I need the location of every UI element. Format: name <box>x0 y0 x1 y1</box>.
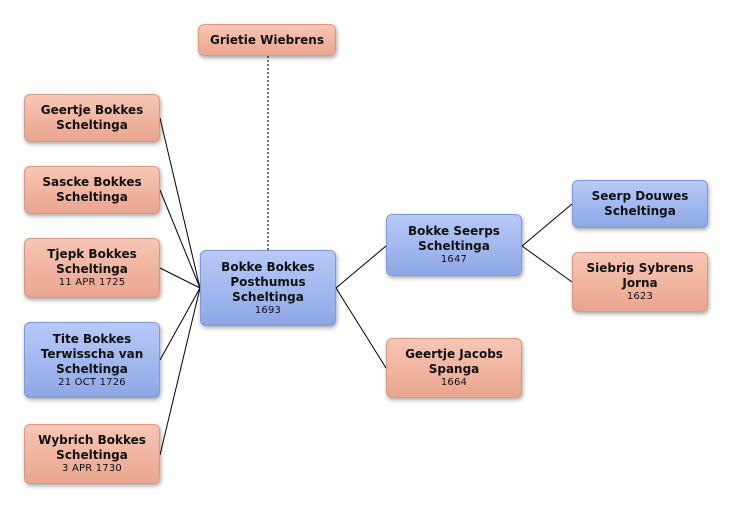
person-name: Grietie Wiebrens <box>209 32 324 47</box>
person-date: 1664 <box>440 377 468 388</box>
person-name: Bokke Bokkes Posthumus Scheltinga <box>221 259 315 304</box>
child-link-sascke <box>159 189 201 289</box>
person-card-tite-bokkes[interactable]: Tite Bokkes Terwisscha van Scheltinga 21… <box>24 322 160 398</box>
child-link-wybrich <box>159 287 201 456</box>
person-date: 1623 <box>626 291 654 302</box>
person-date: 11 APR 1725 <box>58 277 126 288</box>
person-card-sascke-bokkes[interactable]: Sascke Bokkes Scheltinga <box>24 166 160 214</box>
person-date: 21 OCT 1726 <box>58 376 126 388</box>
grandparent-link-mother <box>521 245 573 283</box>
person-name: Geertje Bokkes Scheltinga <box>40 103 144 132</box>
person-card-seerp-douwes[interactable]: Seerp Douwes Scheltinga <box>572 180 708 228</box>
grandparent-link-father <box>521 203 573 247</box>
person-card-geertje-bokkes[interactable]: Geertje Bokkes Scheltinga <box>24 94 160 142</box>
person-name: Siebrig Sybrens Jorna <box>586 261 694 290</box>
person-name: Sascke Bokkes Scheltinga <box>42 175 142 204</box>
parent-link-mother <box>335 287 387 369</box>
person-card-bokke-seerps[interactable]: Bokke Seerps Scheltinga 1647 <box>386 214 522 276</box>
person-name: Seerp Douwes Scheltinga <box>591 189 689 218</box>
parent-link-father <box>335 245 387 289</box>
child-link-tite <box>159 287 201 361</box>
person-card-siebrig-sybrens[interactable]: Siebrig Sybrens Jorna 1623 <box>572 252 708 312</box>
person-date: 3 APR 1730 <box>62 463 122 474</box>
person-card-wybrich-bokkes[interactable]: Wybrich Bokkes Scheltinga 3 APR 1730 <box>24 424 160 484</box>
person-date: 1693 <box>254 304 282 316</box>
person-card-grietie-wiebrens[interactable]: Grietie Wiebrens <box>198 24 336 56</box>
person-card-tjepk-bokkes[interactable]: Tjepk Bokkes Scheltinga 11 APR 1725 <box>24 238 160 298</box>
person-name: Wybrich Bokkes Scheltinga <box>38 433 146 462</box>
person-card-geertje-jacobs[interactable]: Geertje Jacobs Spanga 1664 <box>386 338 522 398</box>
person-card-bokke-posthumus[interactable]: Bokke Bokkes Posthumus Scheltinga 1693 <box>200 250 336 326</box>
child-link-tjepk <box>159 267 201 289</box>
person-name: Bokke Seerps Scheltinga <box>408 224 500 253</box>
person-name: Geertje Jacobs Spanga <box>405 347 503 376</box>
person-date: 1647 <box>440 254 468 265</box>
child-link-geertje <box>159 117 201 289</box>
person-name: Tjepk Bokkes Scheltinga <box>47 247 137 276</box>
person-name: Tite Bokkes Terwisscha van Scheltinga <box>40 331 144 376</box>
